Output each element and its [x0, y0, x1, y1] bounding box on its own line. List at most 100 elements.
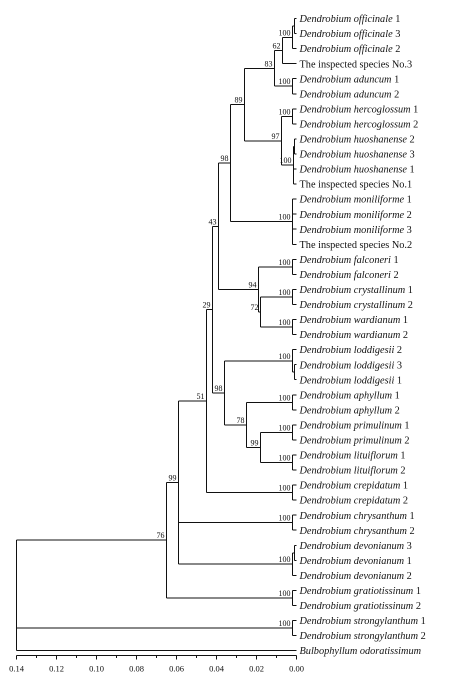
bootstrap-value: 89	[235, 96, 243, 105]
scale-tick-label: 0.04	[209, 664, 225, 674]
bootstrap-value: 100	[279, 453, 291, 462]
bootstrap-value: 100	[279, 514, 291, 523]
species-name: Dendrobium chrysanthum	[299, 526, 407, 537]
leaf-label: Dendrobium moniliforme 2	[299, 210, 412, 221]
sample-number: 2	[402, 436, 410, 447]
species-name: Dendrobium aduncum	[299, 89, 392, 100]
leaf-label: Dendrobium devonianum 1	[299, 556, 412, 567]
species-name: Dendrobium huoshanense	[299, 135, 408, 146]
species-name: Dendrobium loddigesii	[299, 375, 395, 386]
sample-number: 2	[391, 270, 399, 281]
bootstrap-labels: 1006210083100100978910098100100100729443…	[157, 28, 292, 628]
species-name: Dendrobium crystallinum	[299, 300, 406, 311]
bootstrap-value: 72	[251, 303, 259, 312]
sample-number: 2	[407, 526, 415, 537]
leaf-label: Dendrobium falconeri 2	[299, 270, 399, 281]
sample-number: 1	[418, 616, 426, 627]
sample-number: 2	[398, 466, 406, 477]
leaf-label: Dendrobium aduncum 1	[299, 74, 400, 85]
sample-number: 2	[393, 44, 401, 55]
leaf-label: Dendrobium loddigesii 1	[299, 375, 403, 386]
bootstrap-value: 100	[279, 555, 291, 564]
bootstrap-value: 100	[279, 589, 291, 598]
leaf-label: Dendrobium crepidatum 1	[299, 481, 409, 492]
leaf-label: Dendrobium officinale 3	[299, 29, 401, 40]
leaf-label: Dendrobium crystallinum 1	[299, 285, 413, 296]
leaf-label: Dendrobium lituiflorum 1	[299, 451, 406, 462]
species-name: Dendrobium loddigesii	[299, 345, 395, 356]
bootstrap-value: 100	[279, 352, 291, 361]
species-name: Dendrobium wardianum	[299, 330, 401, 341]
species-name: Dendrobium falconeri	[299, 270, 392, 281]
bootstrap-value: 62	[273, 41, 281, 50]
bootstrap-value: 98	[215, 384, 223, 393]
scale-tick-label: 0.12	[49, 664, 64, 674]
sample-number: 1	[392, 74, 400, 85]
tree-branches	[16, 18, 297, 652]
bootstrap-value: 98	[221, 154, 229, 163]
bootstrap-value: 100	[279, 484, 291, 493]
bootstrap-value: 100	[279, 107, 291, 116]
bootstrap-value: 100	[279, 77, 291, 86]
bootstrap-value: 29	[203, 301, 211, 310]
bootstrap-value: 99	[251, 438, 259, 447]
sample-number: 3	[393, 29, 401, 40]
sample-number: 2	[394, 345, 402, 356]
bootstrap-value: 100	[279, 423, 291, 432]
bootstrap-value: 97	[272, 132, 280, 141]
leaf-label: Dendrobium huoshanense 2	[299, 135, 415, 146]
species-name: Bulbophyllum odoratissimum	[300, 646, 422, 657]
bootstrap-value: 78	[237, 416, 245, 425]
species-name: Dendrobium officinale	[299, 29, 394, 40]
leaf-label: Dendrobium moniliforme 1	[299, 195, 412, 206]
species-name: Dendrobium aduncum	[299, 74, 392, 85]
species-name: Dendrobium primulinum	[299, 420, 402, 431]
sample-number: 1	[404, 556, 412, 567]
sample-number: 1	[405, 285, 413, 296]
leaf-label: Dendrobium loddigesii 3	[299, 360, 403, 371]
leaf-label: Dendrobium huoshanense 3	[299, 150, 415, 161]
species-name: Dendrobium moniliforme	[299, 225, 405, 236]
bootstrap-value: 100	[279, 619, 291, 628]
species-name: Dendrobium crepidatum	[299, 481, 401, 492]
leaf-label: Dendrobium gratiotissinum 2	[299, 601, 421, 612]
bootstrap-value: 99	[169, 474, 177, 483]
species-name: Dendrobium crepidatum	[299, 496, 401, 507]
species-name: Dendrobium officinale	[299, 14, 394, 25]
leaf-label: Dendrobium strongylanthum 1	[299, 616, 426, 627]
species-name: Dendrobium moniliforme	[299, 210, 405, 221]
sample-number: 2	[404, 571, 412, 582]
species-name: Dendrobium strongylanthum	[299, 631, 419, 642]
leaf-label: Dendrobium aphyllum 2	[299, 405, 400, 416]
leaf-label: Dendrobium chrysanthum 2	[299, 526, 415, 537]
leaf-label: Dendrobium chrysanthum 1	[299, 511, 415, 522]
species-name: Dendrobium huoshanense	[299, 165, 408, 176]
species-name: Dendrobium officinale	[299, 44, 394, 55]
bootstrap-value: 83	[265, 59, 273, 68]
species-name: Dendrobium aphyllum	[299, 390, 393, 401]
leaf-label: The inspected species No.3	[300, 59, 413, 70]
bootstrap-value: 100	[279, 318, 291, 327]
species-name: Dendrobium devonianum	[299, 556, 405, 567]
leaf-label: Dendrobium aphyllum 1	[299, 390, 400, 401]
bootstrap-value: 43	[209, 217, 217, 226]
species-name: Dendrobium lituiflorum	[299, 466, 398, 477]
sample-number: 3	[404, 225, 412, 236]
bootstrap-value: 51	[197, 392, 205, 401]
leaf-label: The inspected species No.1	[300, 180, 413, 191]
sample-number: 1	[398, 451, 406, 462]
sample-number: 2	[392, 405, 400, 416]
bootstrap-value: 100	[279, 288, 291, 297]
species-name: Dendrobium chrysanthum	[299, 511, 407, 522]
sample-number: 1	[413, 586, 421, 597]
leaf-label: Dendrobium hercoglossum 1	[299, 104, 419, 115]
sample-number: 2	[413, 601, 421, 612]
species-name: Dendrobium hercoglossum	[299, 119, 411, 130]
sample-number: 1	[407, 511, 415, 522]
scale-tick-label: 0.14	[9, 664, 25, 674]
sample-number: 1	[394, 375, 402, 386]
sample-number: 1	[407, 165, 415, 176]
leaf-label: Dendrobium officinale 2	[299, 44, 401, 55]
